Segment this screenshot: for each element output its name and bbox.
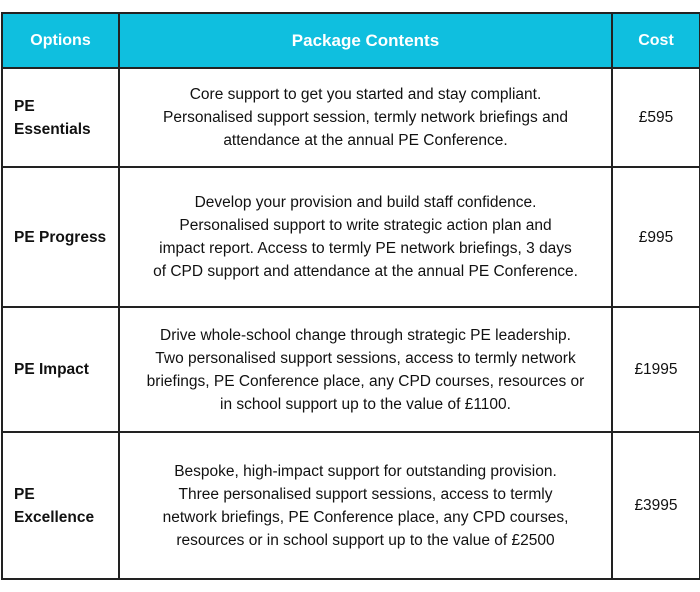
option-name-line: PE Progress [14,228,107,246]
option-name-line: PE [14,97,35,115]
package-contents: Develop your provision and build staff c… [118,166,613,308]
option-name-line: Excellence [14,508,95,526]
package-contents-line: Core support to get you started and stay… [189,86,542,103]
package-cost: £995 [611,166,700,308]
packages-table: Options Package Contents Cost PE Essentia… [1,12,700,580]
header-options: Options [1,12,120,69]
option-name: PE Progress [1,166,120,308]
package-contents: Bespoke, high-impact support for outstan… [118,431,613,580]
table-row: PE Impact Drive whole-school change throu… [1,306,700,433]
option-name: PE Impact [1,306,120,433]
option-name-line: PE Impact [14,361,89,378]
option-name-line: Essentials [14,120,91,138]
package-contents-line: of CPD support and attendance at the ann… [153,263,578,280]
option-name-line: PE [14,485,35,503]
package-contents-line: Three personalised support sessions, acc… [178,485,553,503]
package-contents-line: Personalised support session, termly net… [163,109,568,126]
package-contents-line: Two personalised support sessions, acces… [155,349,576,367]
package-contents-line: impact report. Access to termly PE netwo… [159,240,572,257]
package-cost: £3995 [611,431,700,580]
option-name: PE Excellence [1,431,120,580]
header-row: Options Package Contents Cost [1,12,700,69]
package-contents-line: network briefings, PE Conference place, … [162,508,569,526]
header-package-contents: Package Contents [118,12,613,69]
package-contents: Core support to get you started and stay… [118,67,613,168]
package-contents-line: in school support up to the value of £11… [220,395,511,413]
package-cost: £595 [611,67,700,168]
table-row: PE Essentials Core support to get you star… [1,67,700,168]
package-contents-line: Personalised support to write strategic … [179,217,552,234]
package-contents-line: attendance at the annual PE Conference. [223,132,508,149]
package-cost: £1995 [611,306,700,433]
option-name: PE Essentials [1,67,120,168]
package-contents: Drive whole-school change through strate… [118,306,613,433]
table-row: PE Progress Develop your provision and bu… [1,166,700,308]
package-contents-line: resources or in school support up to the… [176,531,555,549]
package-contents-line: briefings, PE Conference place, any CPD … [146,372,585,390]
package-contents-line: Develop your provision and build staff c… [194,194,537,211]
header-cost: Cost [611,12,700,69]
table-row: PE Excellence Bespoke, high-impact support… [1,431,700,580]
package-contents-line: Bespoke, high-impact support for outstan… [174,462,557,480]
package-contents-line: Drive whole-school change through strate… [160,326,571,344]
